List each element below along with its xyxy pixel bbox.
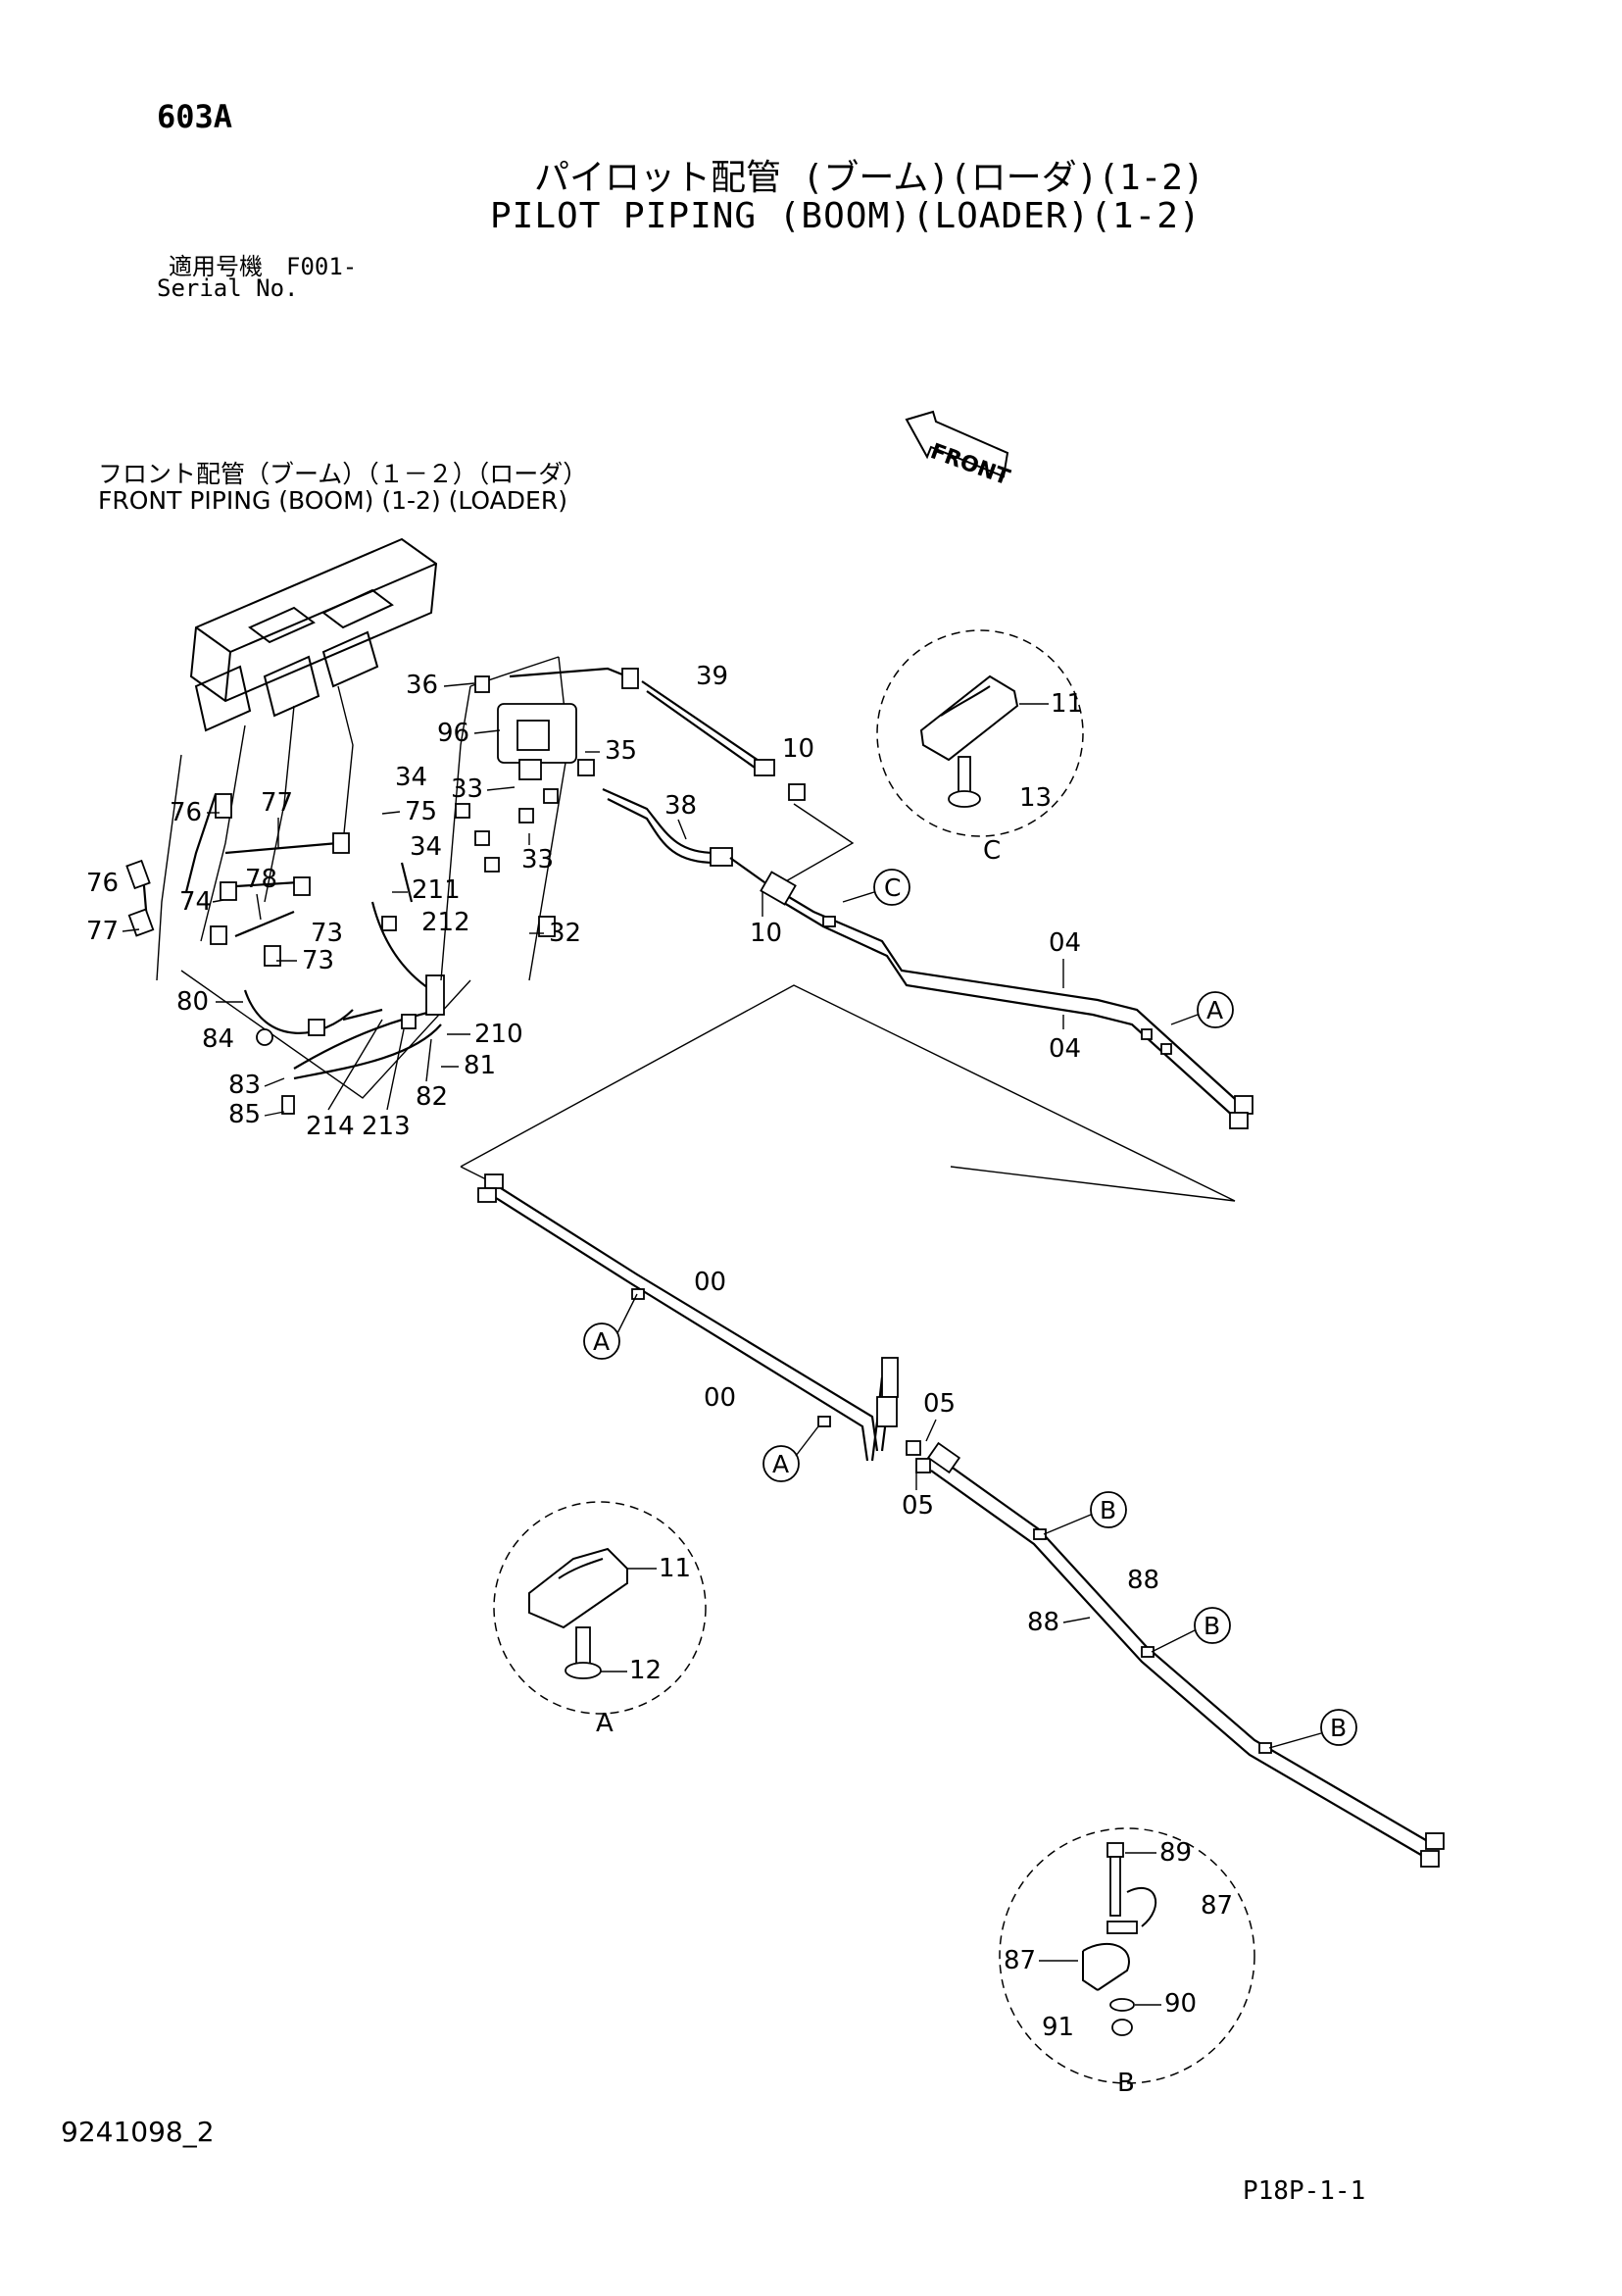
- callout-96: 96: [437, 719, 469, 748]
- callout-88-lower: 88: [1027, 1608, 1059, 1637]
- detail-a-part-11: 11: [659, 1554, 691, 1583]
- callout-33-upper: 33: [451, 774, 483, 804]
- callout-80: 80: [176, 987, 209, 1017]
- detail-a: 11 12 A: [493, 1501, 707, 1738]
- reference-title-english: FRONT PIPING (BOOM) (1-2) (LOADER): [98, 486, 567, 515]
- part-callouts: 36 39 96 35 10 34 33 75 38 76 77 34 33 7…: [86, 662, 1159, 1637]
- callout-38: 38: [664, 791, 697, 821]
- callout-213: 213: [362, 1112, 411, 1141]
- reference-title-japanese: フロント配管（ブーム）（１－２）（ローダ）: [98, 460, 588, 488]
- marker-a-lower: A: [772, 1450, 789, 1478]
- detail-c-part-11: 11: [1051, 689, 1083, 719]
- callout-04-lower: 04: [1049, 1034, 1081, 1064]
- callout-84: 84: [202, 1024, 234, 1054]
- title-japanese: パイロット配管 (ブーム)(ローダ)(1-2): [534, 158, 1204, 198]
- marker-b-3: B: [1330, 1714, 1347, 1742]
- callout-05-lower: 05: [902, 1491, 934, 1521]
- upper-pipe-run: [760, 871, 1253, 1129]
- callout-73-upper: 73: [311, 919, 343, 948]
- marker-c: C: [884, 873, 901, 902]
- callout-214: 214: [306, 1112, 355, 1141]
- pilot-valve-housing: [189, 537, 438, 732]
- callout-81: 81: [464, 1051, 496, 1080]
- detail-b-label: B: [1117, 2069, 1135, 2098]
- callout-33-lower: 33: [521, 845, 554, 874]
- detail-a-part-12: 12: [629, 1656, 662, 1685]
- detail-b-part-89: 89: [1159, 1838, 1192, 1868]
- callout-211: 211: [412, 875, 461, 905]
- callout-10-lower: 10: [750, 919, 782, 948]
- callout-00-upper: 00: [694, 1268, 726, 1297]
- pipe-88-run: [926, 1441, 1445, 1868]
- detail-b-part-91: 91: [1042, 2013, 1074, 2042]
- serial-label-english: Serial No.: [157, 275, 299, 302]
- callout-77-left: 77: [86, 917, 119, 946]
- left-hose-assembly: [125, 793, 445, 1115]
- callout-74: 74: [179, 887, 212, 917]
- detail-b-part-87-upper: 87: [1201, 1891, 1233, 1921]
- callout-212: 212: [421, 908, 470, 937]
- callout-34-lower: 34: [410, 832, 442, 862]
- callout-82: 82: [416, 1082, 448, 1112]
- document-id: 9241098_2: [61, 2116, 215, 2148]
- callout-36: 36: [406, 671, 438, 700]
- callout-78: 78: [245, 865, 277, 894]
- detail-c: 11 13 C: [876, 629, 1084, 866]
- callout-76-left: 76: [86, 869, 119, 898]
- front-arrow: FRONT: [905, 410, 1013, 490]
- callout-83: 83: [228, 1071, 261, 1100]
- callout-04-upper: 04: [1049, 928, 1081, 958]
- marker-b-1: B: [1100, 1496, 1116, 1524]
- callout-32: 32: [549, 919, 581, 948]
- callout-85: 85: [228, 1100, 261, 1129]
- marker-a-left: A: [593, 1327, 610, 1356]
- title-english: PILOT PIPING (BOOM)(LOADER)(1-2): [490, 196, 1202, 236]
- callout-76-upper: 76: [170, 798, 202, 827]
- circle-markers: C A A A B B B: [583, 869, 1357, 1749]
- callout-10-upper: 10: [782, 734, 814, 764]
- callout-00-lower: 00: [704, 1383, 736, 1413]
- detail-b-part-87-lower: 87: [1004, 1946, 1036, 1975]
- callout-77-upper: 77: [261, 788, 293, 818]
- callout-34-upper: 34: [395, 763, 427, 792]
- callout-73-lower: 73: [302, 946, 334, 975]
- front-arrow-label: FRONT: [927, 439, 1013, 490]
- sheet-number: 603A: [157, 98, 233, 135]
- page-id: P18P-1-1: [1243, 2176, 1366, 2206]
- serial-label-japanese: 適用号機 F001-: [169, 253, 358, 280]
- lower-pipe-run: [477, 1173, 931, 1473]
- pilot-control-block: [440, 656, 855, 981]
- callout-88-upper: 88: [1127, 1566, 1159, 1595]
- detail-c-label: C: [983, 836, 1001, 866]
- marker-a-upper: A: [1206, 996, 1223, 1024]
- detail-a-label: A: [596, 1709, 614, 1738]
- detail-b: 89 87 87 90 91 B: [999, 1827, 1255, 2098]
- detail-b-part-90: 90: [1164, 1989, 1197, 2019]
- callout-39: 39: [696, 662, 728, 691]
- callout-35: 35: [605, 736, 637, 766]
- detail-c-part-13: 13: [1019, 783, 1052, 813]
- callout-210: 210: [474, 1020, 523, 1049]
- callout-75: 75: [405, 797, 437, 826]
- callout-05-upper: 05: [923, 1389, 956, 1419]
- marker-b-2: B: [1204, 1612, 1220, 1640]
